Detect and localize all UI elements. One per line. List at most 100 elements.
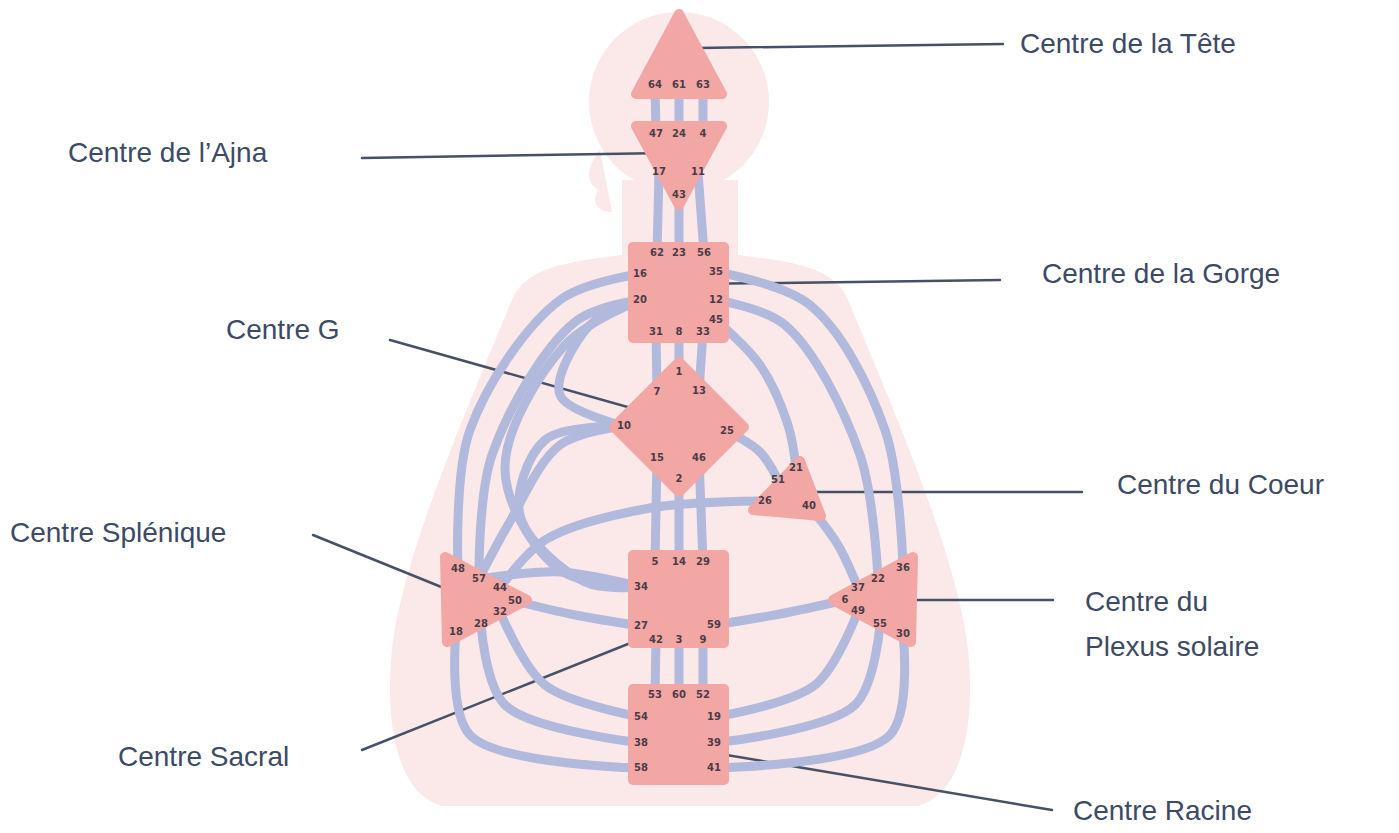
gate-number: 57: [472, 574, 486, 584]
energy-center: 21512640: [746, 454, 826, 524]
energy-center: 622356163520124531833: [628, 242, 729, 343]
gate-number: 33: [696, 327, 710, 337]
gate-number: 37: [851, 583, 865, 593]
gate-number: 16: [633, 269, 647, 279]
energy-center: 514293427594239: [628, 550, 729, 648]
gate-number: 49: [851, 606, 865, 616]
energy-center: 536052541938395841: [628, 684, 729, 785]
leader-line: [362, 153, 667, 158]
gate-number: 10: [617, 421, 631, 431]
center-square: [628, 242, 729, 343]
center-name: Centre du Coeur: [1117, 469, 1324, 501]
center-triangle: [833, 557, 913, 642]
center-name: Centre de la Tête: [1020, 28, 1236, 60]
center-triangle: [636, 14, 722, 94]
gate-number: 2: [676, 474, 683, 484]
gate-number: 55: [873, 619, 887, 629]
leader-line: [697, 750, 1052, 810]
gate-number: 30: [896, 629, 910, 639]
gate-number: 51: [771, 475, 785, 485]
gate-number: 19: [707, 712, 721, 722]
channel-line: [714, 600, 845, 625]
gate-number: 25: [720, 426, 734, 436]
gate-number: 46: [692, 453, 706, 463]
gate-number: 61: [672, 80, 686, 90]
gate-number: 12: [709, 295, 723, 305]
gate-number: 8: [676, 327, 683, 337]
leader-line: [798, 491, 1082, 494]
center-name: Centre Splénique: [10, 517, 226, 549]
gate-number: 21: [789, 463, 803, 473]
gate-number: 44: [493, 583, 507, 593]
face-profile: [589, 150, 612, 212]
gate-number: 31: [649, 327, 663, 337]
gate-number: 34: [634, 582, 648, 592]
gate-number: 4: [700, 129, 707, 139]
gate-number: 9: [700, 635, 707, 645]
gate-number: 13: [692, 386, 706, 396]
gate-number: 18: [449, 627, 463, 637]
channel-line: [698, 172, 704, 253]
gate-number: 42: [649, 635, 663, 645]
center-name: Centre G: [226, 314, 340, 346]
gate-number: 43: [672, 190, 686, 200]
leader-line: [895, 599, 1053, 602]
gate-number: 52: [696, 690, 710, 700]
channel-line: [455, 632, 641, 768]
center-square: [628, 550, 729, 648]
gate-number: 38: [634, 738, 648, 748]
gate-number: 23: [672, 248, 686, 258]
center-triangle: [614, 362, 744, 492]
center-square: [628, 684, 729, 785]
gate-number: 36: [896, 563, 910, 573]
gate-number: 26: [758, 496, 772, 506]
channel-line: [714, 634, 905, 768]
channel-line: [500, 612, 641, 717]
gate-number: 54: [634, 712, 648, 722]
center-shape: [746, 454, 826, 524]
gate-number: 50: [508, 596, 522, 606]
leader-lines: [313, 44, 1082, 810]
gate-number: 24: [672, 129, 686, 139]
center-name: Centre Racine: [1073, 795, 1252, 827]
energy-center: 646163: [630, 8, 728, 100]
channel-line: [505, 300, 641, 587]
gate-number: 48: [451, 564, 465, 574]
center-name: Centre de l’Ajna: [68, 137, 267, 169]
gate-number: 3: [676, 635, 683, 645]
gate-number: 1: [676, 367, 683, 377]
gate-number: 28: [474, 619, 488, 629]
gate-number: 20: [633, 295, 647, 305]
gate-number: 47: [649, 129, 663, 139]
gate-number: 32: [493, 607, 507, 617]
energy-center: 3622376495530: [826, 550, 922, 648]
center-triangle: [445, 557, 527, 642]
energy-center: 47244171143: [630, 120, 728, 212]
gate-number: 22: [871, 574, 885, 584]
gate-number: 62: [650, 248, 664, 258]
gate-number: 60: [672, 690, 686, 700]
gate-number: 29: [696, 557, 710, 567]
gate-number: 17: [652, 167, 666, 177]
leader-line: [697, 44, 1003, 48]
energy-center: 1 7 13 10 25 15 46 2: [608, 356, 750, 498]
gate-number: 59: [707, 620, 721, 630]
energy-center: 48 57 445032 28 18: [438, 550, 534, 648]
channel-line: [714, 624, 880, 743]
center-triangle: [753, 461, 821, 516]
channel-line: [479, 426, 624, 579]
gate-number: 14: [672, 557, 686, 567]
center-name: Centre de la Gorge: [1042, 258, 1280, 290]
gate-number: 53: [648, 690, 662, 700]
gate-number: 7: [654, 387, 661, 397]
channel-line: [716, 300, 878, 579]
channel-line: [481, 624, 641, 743]
gate-number: 5: [652, 557, 659, 567]
gate-number: 56: [697, 248, 711, 258]
gate-number: 63: [696, 80, 710, 90]
center-name: Centre Sacral: [118, 741, 289, 773]
gate-number: 58: [634, 763, 648, 773]
gate-number: 39: [707, 738, 721, 748]
gate-number: 15: [650, 453, 664, 463]
gate-number: 45: [709, 315, 723, 325]
